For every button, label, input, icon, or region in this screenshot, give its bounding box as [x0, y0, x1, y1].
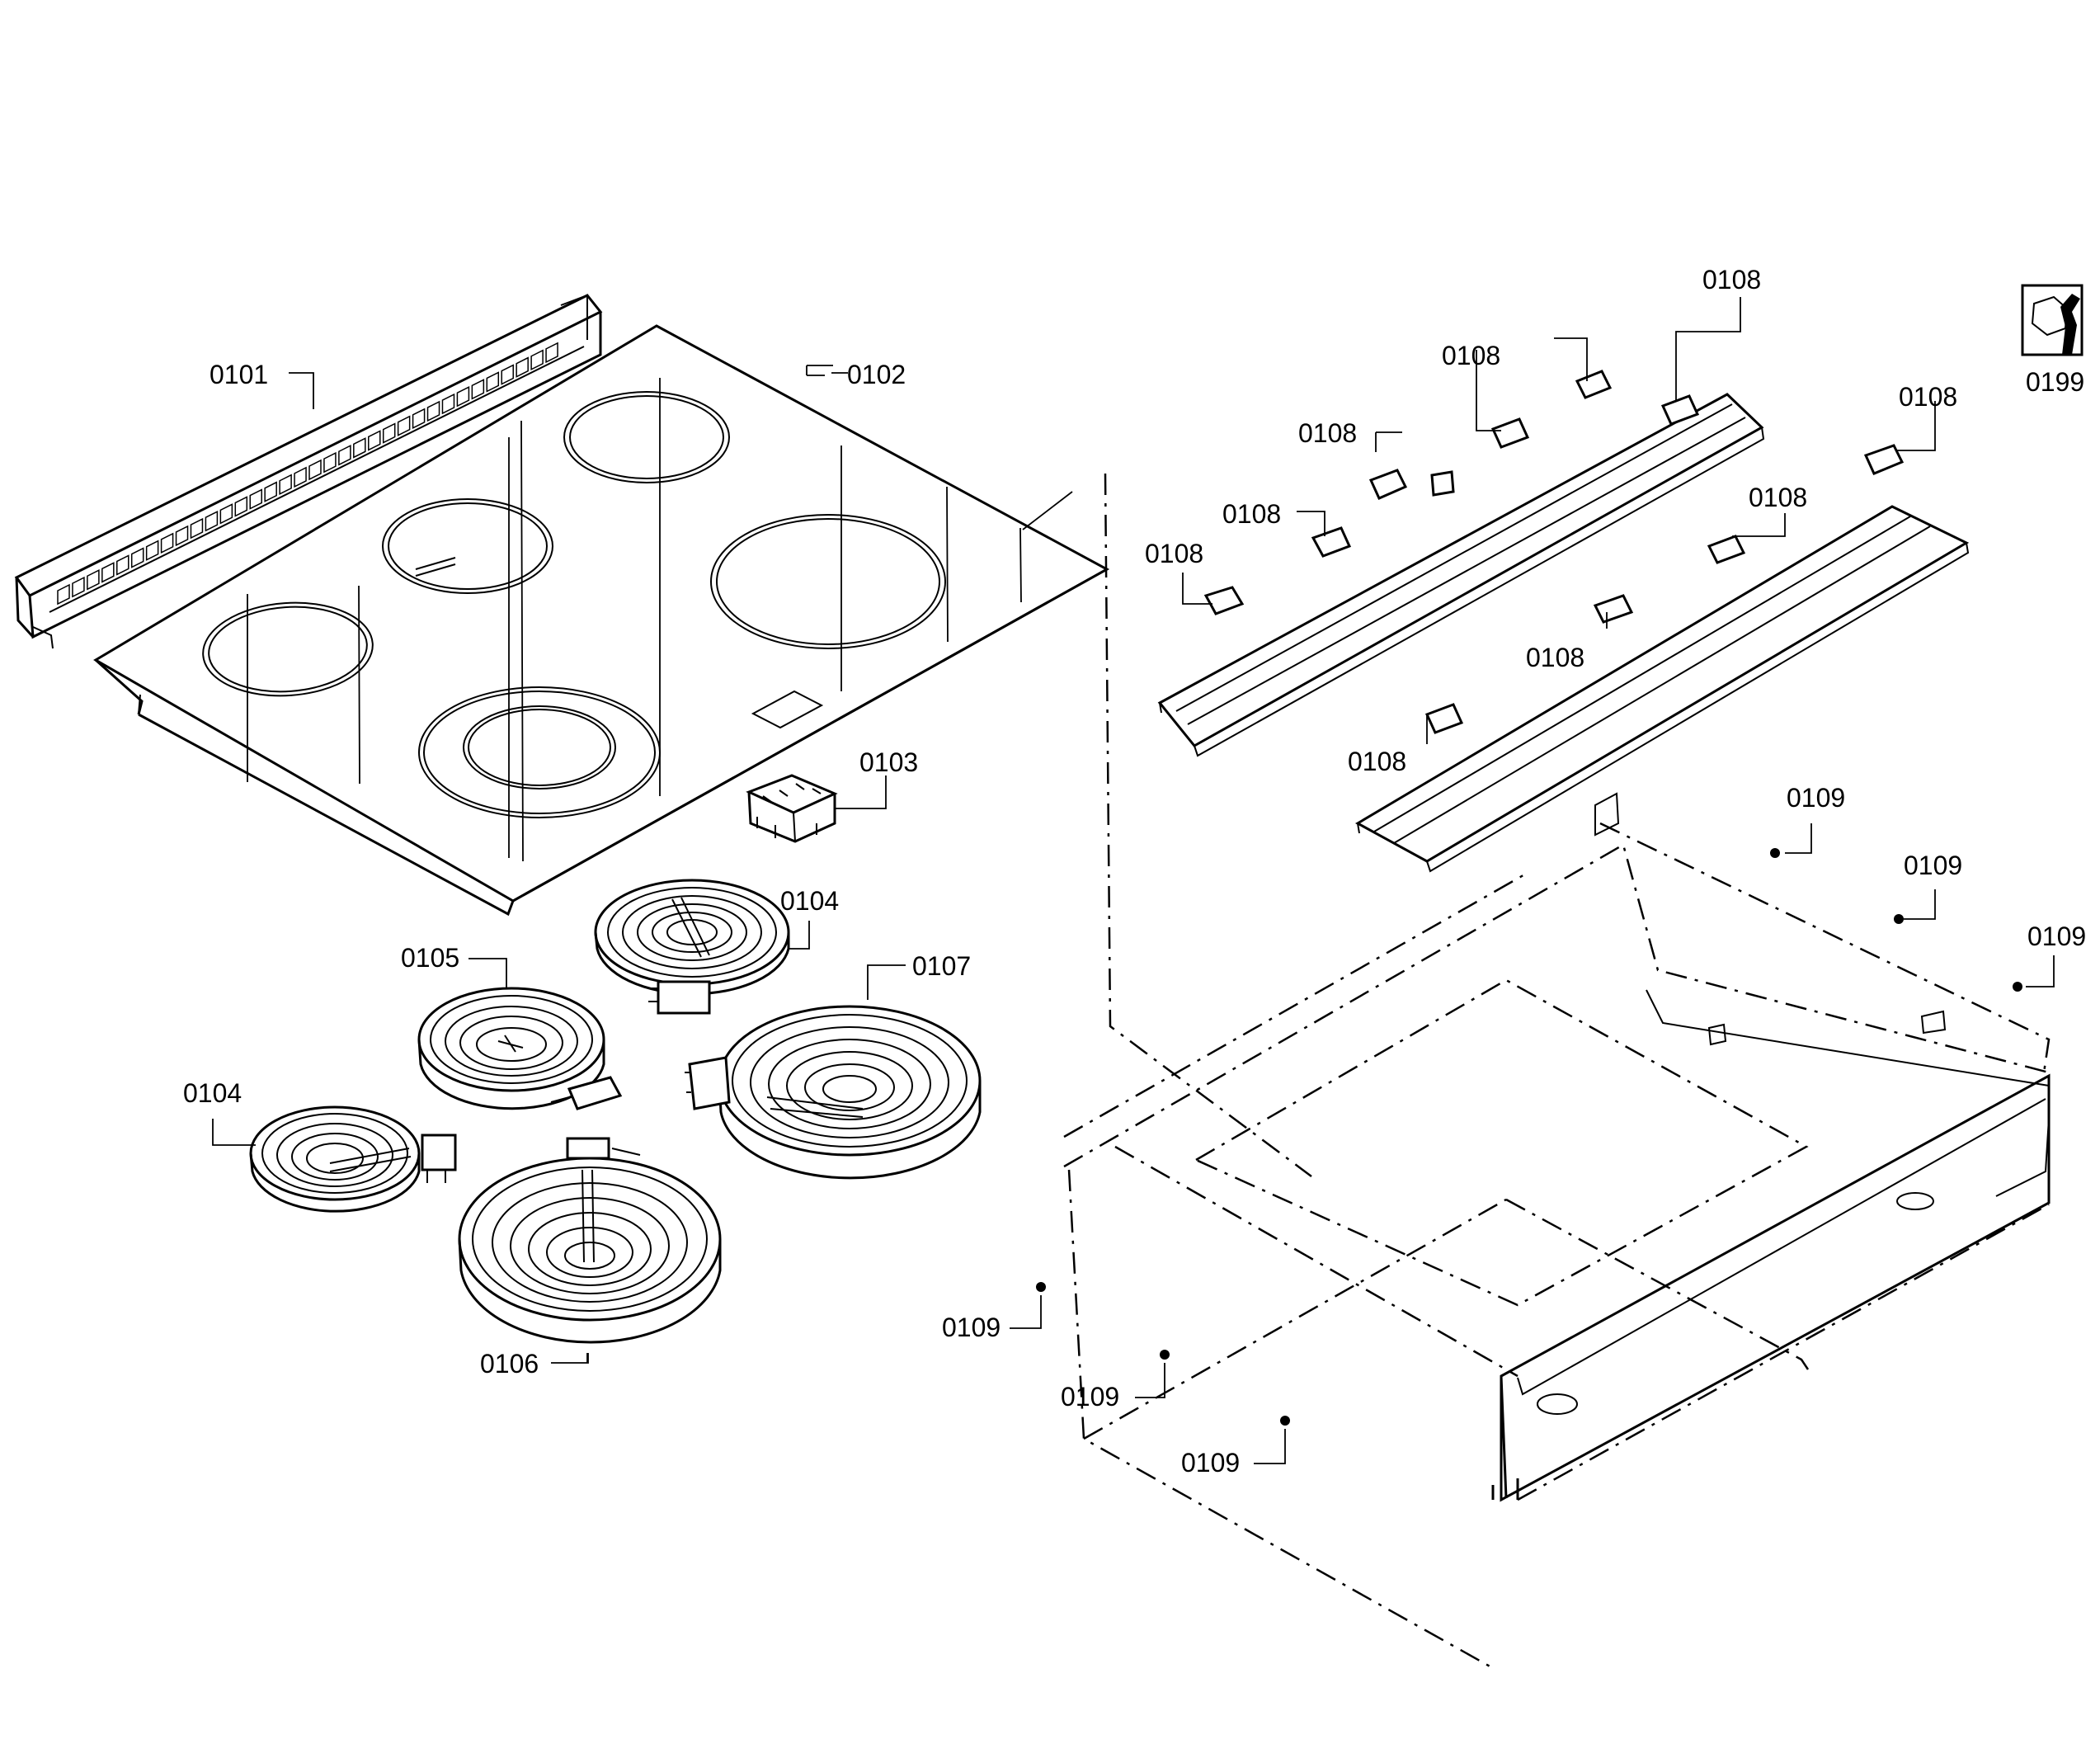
screw-parts	[1036, 848, 2022, 1426]
vent-slot	[353, 437, 366, 459]
label-0103: 0103	[859, 747, 918, 777]
vent-slot	[530, 349, 544, 370]
channel-bracket-lower	[1354, 505, 1970, 873]
vent-slot	[516, 356, 529, 378]
label-0108-7: 0108	[1145, 539, 1203, 568]
vent-slot	[382, 422, 396, 444]
vent-slot	[323, 451, 337, 474]
label-0104-upper: 0104	[780, 886, 839, 916]
vent-slot	[264, 481, 277, 502]
label-0101: 0101	[210, 360, 268, 389]
label-0109-1: 0109	[1787, 783, 1845, 813]
vent-slot	[130, 547, 144, 568]
label-0108-4: 0108	[1298, 418, 1357, 448]
terminal-block-part	[746, 774, 838, 843]
label-0104-lower: 0104	[183, 1078, 242, 1108]
vent-slot	[545, 342, 558, 364]
vent-slot	[368, 430, 381, 451]
glass-cooktop-part	[93, 324, 1110, 917]
label-0109-3: 0109	[2027, 921, 2086, 951]
heating-element-large-0107	[685, 1005, 982, 1180]
vent-slot	[219, 503, 233, 525]
vent-slot	[72, 576, 85, 598]
label-0109-2: 0109	[1904, 851, 1962, 880]
vent-slot	[57, 583, 70, 606]
vent-slot	[249, 488, 262, 510]
vent-slot	[338, 445, 351, 466]
vent-slot	[160, 532, 174, 554]
label-0108-2: 0108	[1442, 341, 1500, 370]
vent-slot	[471, 379, 485, 400]
heating-element-large-0106	[458, 1137, 722, 1344]
label-0109-6: 0109	[1181, 1448, 1240, 1478]
vent-slot	[308, 459, 322, 481]
label-0108-6: 0108	[1749, 483, 1807, 512]
label-0102: 0102	[847, 360, 906, 389]
vent-slot	[397, 415, 411, 436]
vent-slot	[87, 569, 100, 591]
vent-trim-part	[14, 294, 603, 649]
clip-parts	[1203, 370, 1905, 734]
label-0108-8: 0108	[1526, 643, 1584, 672]
label-0109-4: 0109	[942, 1313, 1001, 1342]
vent-slot	[279, 474, 292, 495]
label-0106: 0106	[480, 1349, 539, 1379]
vent-slot	[412, 408, 426, 430]
vent-slot	[294, 466, 307, 488]
label-0108-1: 0108	[1702, 265, 1761, 295]
vent-slot	[205, 510, 219, 532]
vent-slot	[501, 364, 514, 385]
vent-slot	[190, 517, 204, 540]
heating-element-small-lower	[249, 1105, 457, 1213]
vent-slot	[145, 540, 159, 561]
channel-bracket-upper	[1157, 393, 1765, 757]
label-0109-5: 0109	[1061, 1382, 1119, 1412]
label-0107: 0107	[912, 951, 971, 981]
vent-slot	[175, 525, 189, 547]
label-0199: 0199	[2026, 367, 2084, 397]
heating-element-small-upper	[594, 879, 790, 1015]
vent-slot	[116, 554, 129, 576]
label-0108-5: 0108	[1222, 499, 1281, 529]
label-0105: 0105	[401, 943, 459, 973]
cooktop-box-frame	[1063, 792, 2051, 1670]
vent-slot	[441, 393, 455, 415]
label-0108-3: 0108	[1899, 382, 1957, 412]
vent-slots	[57, 342, 558, 606]
heating-element-0105	[417, 987, 623, 1110]
vent-slot	[426, 400, 440, 422]
vent-slot	[234, 496, 248, 517]
vent-slot	[486, 371, 500, 393]
wrench-nut-icon	[2021, 284, 2084, 356]
vent-slot	[101, 562, 115, 583]
vent-slot	[456, 385, 470, 408]
label-0108-9: 0108	[1348, 747, 1406, 776]
